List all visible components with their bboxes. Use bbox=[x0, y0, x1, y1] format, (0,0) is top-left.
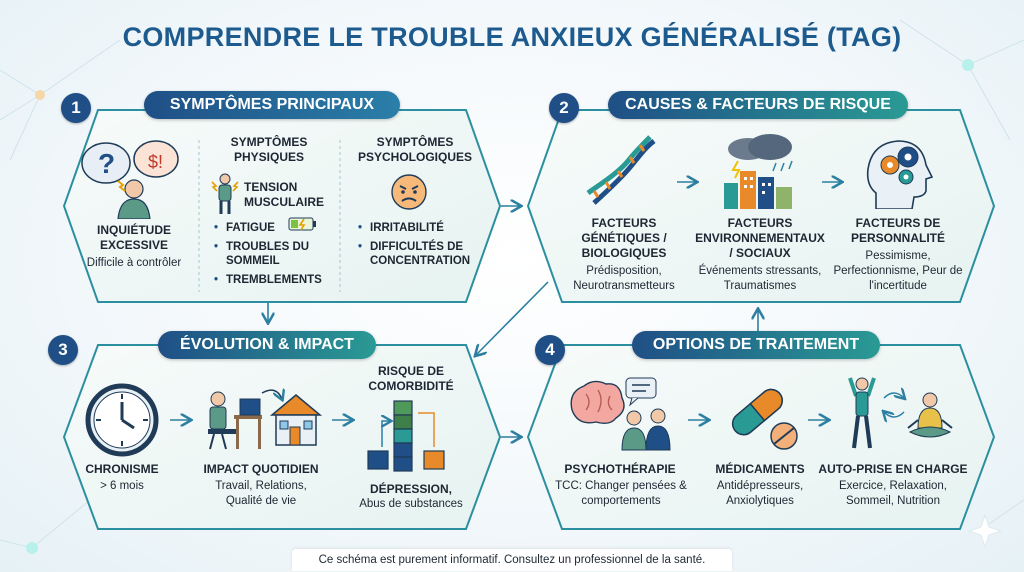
irritated-face-icon bbox=[391, 174, 427, 210]
medication-icon bbox=[731, 388, 798, 450]
physical-item-fatigue: FATIGUE bbox=[214, 221, 334, 235]
evolution-depression-desc: Abus de substances bbox=[359, 498, 463, 510]
glow-dot bbox=[26, 542, 38, 554]
section-heading-causes: CAUSES & FACTEURS DE RISQUE bbox=[608, 91, 908, 119]
section-number-1: 1 bbox=[61, 93, 91, 123]
physical-list: FATIGUE TROUBLES DU SOMMEIL TREMBLEMENTS bbox=[214, 221, 334, 292]
physical-title: SYMPTÔMES PHYSIQUES bbox=[230, 135, 308, 164]
disclaimer: Ce schéma est purement informatif. Consu… bbox=[292, 549, 732, 571]
svg-text:?: ? bbox=[98, 148, 115, 179]
section-number-3: 3 bbox=[48, 335, 78, 365]
treatment-psychotherapy-title: PSYCHOTHÉRAPIE bbox=[564, 462, 676, 476]
cause-genetic-desc: Prédisposition, Neurotransmetteurs bbox=[573, 265, 675, 292]
cause-environment-desc: Événements stressants, Traumatismes bbox=[698, 265, 822, 292]
cause-personality-desc: Pessimisme, Perfectionnisme, Peur de l'i… bbox=[833, 250, 963, 292]
glow-dot bbox=[35, 90, 45, 100]
treatment-medication-title: MÉDICAMENTS bbox=[715, 462, 805, 476]
cause-environment-title: FACTEURS ENVIRONNEMENTAUX / SOCIAUX bbox=[695, 216, 825, 260]
page-title: COMPRENDRE LE TROUBLE ANXIEUX GÉNÉRALISÉ… bbox=[122, 22, 902, 52]
cause-personality-title: FACTEURS DE PERSONNALITÉ bbox=[850, 216, 945, 245]
sparkle-icon bbox=[967, 513, 1003, 549]
therapy-icon bbox=[570, 377, 671, 451]
svg-text:$!: $! bbox=[148, 152, 163, 172]
psych-title: SYMPTÔMES PSYCHOLOGIQUES bbox=[357, 135, 473, 164]
worry-title: INQUIÉTUDE EXCESSIVE bbox=[96, 223, 171, 252]
low-battery-icon bbox=[288, 217, 316, 231]
evolution-chronic-title: CHRONISME bbox=[85, 462, 159, 476]
physical-item-tremors: TREMBLEMENTS bbox=[214, 273, 334, 287]
evolution-depression-title: DÉPRESSION, bbox=[369, 482, 453, 496]
physical-item-sleep: TROUBLES DU SOMMEIL bbox=[214, 240, 334, 268]
section-heading-evolution: ÉVOLUTION & IMPACT bbox=[158, 331, 376, 359]
tense-body-icon bbox=[211, 173, 239, 214]
section-number-2: 2 bbox=[549, 93, 579, 123]
worry-desc: Difficile à contrôler bbox=[86, 257, 182, 269]
evolution-chronic-desc: > 6 mois bbox=[100, 480, 144, 492]
section-heading-symptoms: SYMPTÔMES PRINCIPAUX bbox=[144, 91, 400, 119]
treatment-medication-desc: Antidépresseurs, Anxiolytiques bbox=[716, 480, 804, 507]
stormy-city-icon bbox=[724, 134, 793, 209]
stacked-cubes-icon bbox=[367, 400, 445, 472]
psych-list: IRRITABILITÉ DIFFICULTÉS DE CONCENTRATIO… bbox=[358, 221, 484, 273]
treatment-selfcare-title: AUTO-PRISE EN CHARGE bbox=[818, 462, 968, 476]
treatment-psychotherapy-desc: TCC: Changer pensées & comportements bbox=[555, 480, 687, 507]
psych-item-irritability: IRRITABILITÉ bbox=[358, 221, 484, 235]
evolution-comorbidity-title: RISQUE DE COMORBIDITÉ bbox=[368, 364, 454, 393]
evolution-impact-title: IMPACT QUOTIDIEN bbox=[203, 462, 319, 476]
treatment-selfcare-desc: Exercice, Relaxation, Sommeil, Nutrition bbox=[838, 480, 948, 507]
arrow-2-3 bbox=[476, 281, 549, 355]
dna-icon bbox=[586, 135, 656, 205]
work-home-icon bbox=[208, 385, 323, 450]
head-gears-icon bbox=[866, 140, 934, 209]
physical-item-tension: TENSION MUSCULAIRE bbox=[244, 180, 324, 209]
cause-genetic-title: FACTEURS GÉNÉTIQUES / BIOLOGIQUES bbox=[581, 216, 667, 260]
worried-person-icon: ? $! bbox=[81, 140, 179, 219]
glow-dot bbox=[962, 59, 974, 71]
evolution-impact-desc: Travail, Relations, Qualité de vie bbox=[215, 480, 307, 507]
section-number-4: 4 bbox=[535, 335, 565, 365]
section-heading-treatment: OPTIONS DE TRAITEMENT bbox=[632, 331, 880, 359]
self-care-icon bbox=[848, 377, 953, 449]
psych-item-concentration: DIFFICULTÉS DE CONCENTRATION bbox=[358, 240, 484, 268]
clock-icon bbox=[85, 383, 159, 457]
